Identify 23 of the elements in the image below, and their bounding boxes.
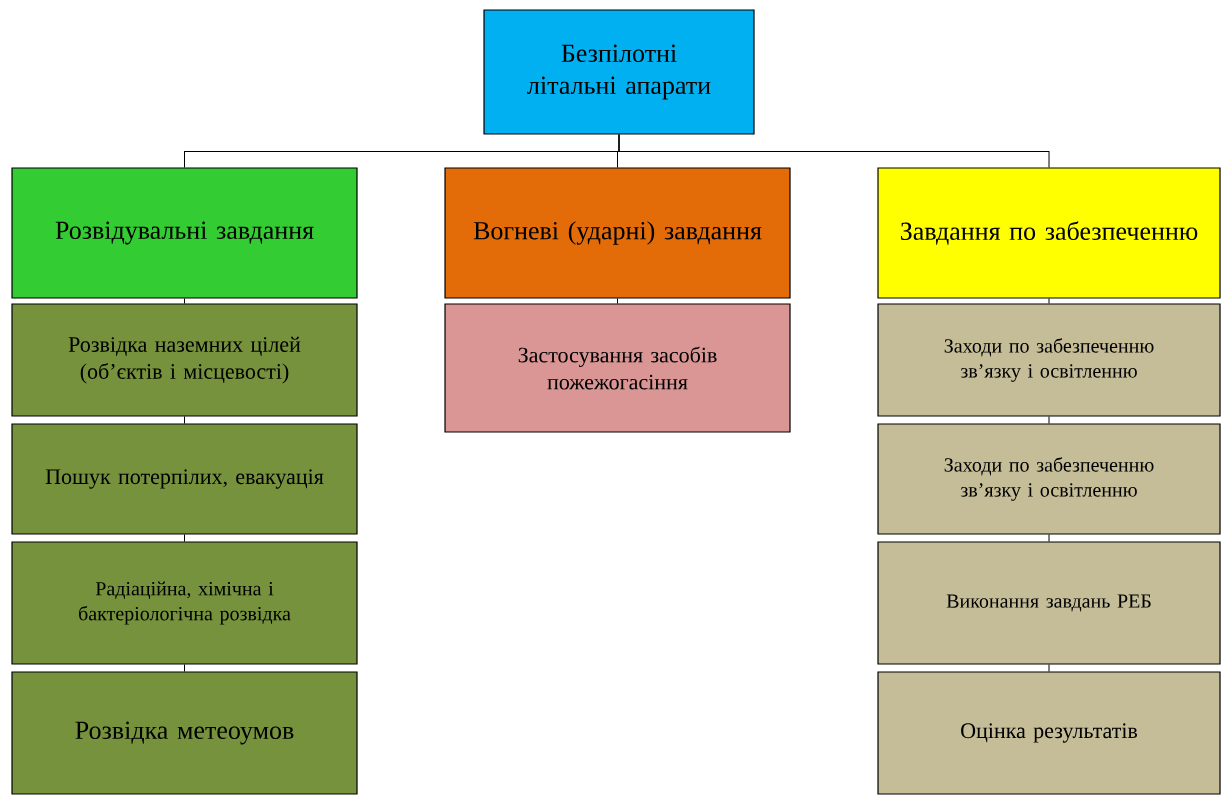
connector-line [184,416,185,424]
connector-line [1048,298,1050,304]
connector-line [1048,416,1050,424]
task-box: Пошук потерпілих, евакуація [11,423,358,535]
task-box: Оцінка результатів [877,671,1221,795]
task-box: Радіаційна, хімічна і бактеріологічна розвідка [11,541,358,665]
connector-line [1048,534,1050,542]
connector-line [184,534,185,542]
task-box: Заходи по забезпеченню зв’язку і освітленню [877,303,1221,417]
category-box: Розвідувальні завдання [11,167,358,299]
title-box: Безпілотні літальні апарати [483,9,755,135]
task-box: Розвідка метеоумов [11,671,358,795]
connector-line [184,298,185,304]
connector-line [184,664,185,672]
category-box: Вогневі (ударні) завдання [444,167,791,299]
task-box: Заходи по забезпеченню зв’язку і освітленню [877,423,1221,535]
connector-line [618,134,1050,168]
connector-line [1048,664,1050,672]
task-box: Розвідка наземних цілей (об’єктів і місцевості) [11,303,358,417]
connector-line [617,298,618,304]
task-box: Застосування засобів пожежогасіння [444,303,791,433]
category-box: Завдання по забезпеченню [877,167,1221,299]
task-box: Виконання завдань РЕБ [877,541,1221,665]
